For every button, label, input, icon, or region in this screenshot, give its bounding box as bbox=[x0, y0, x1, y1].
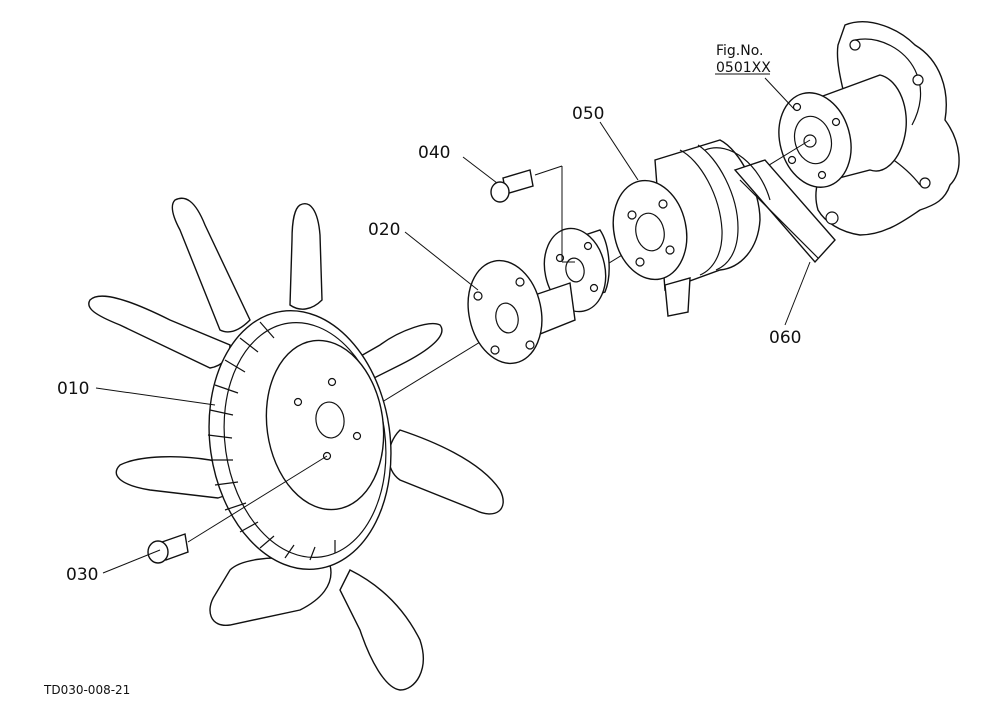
leader-lines bbox=[95, 73, 811, 574]
callout-060: 060 bbox=[769, 328, 801, 348]
callout-050: 050 bbox=[572, 104, 604, 124]
fig-number-label: Fig.No. bbox=[716, 43, 764, 59]
callout-040: 040 bbox=[418, 143, 450, 163]
callout-010: 010 bbox=[57, 379, 89, 399]
fan-spacer bbox=[467, 227, 610, 365]
fig-number-value: 0501XX bbox=[716, 60, 771, 76]
callout-020: 020 bbox=[368, 220, 400, 240]
bolt-040 bbox=[490, 165, 575, 263]
cooling-fan bbox=[88, 197, 504, 691]
water-pump-body bbox=[778, 21, 960, 236]
fan-pulley bbox=[612, 139, 761, 317]
callout-030: 030 bbox=[66, 565, 98, 585]
drawing-code: TD030-008-21 bbox=[43, 683, 130, 697]
v-belt bbox=[704, 147, 836, 264]
bolt-030 bbox=[147, 455, 328, 564]
